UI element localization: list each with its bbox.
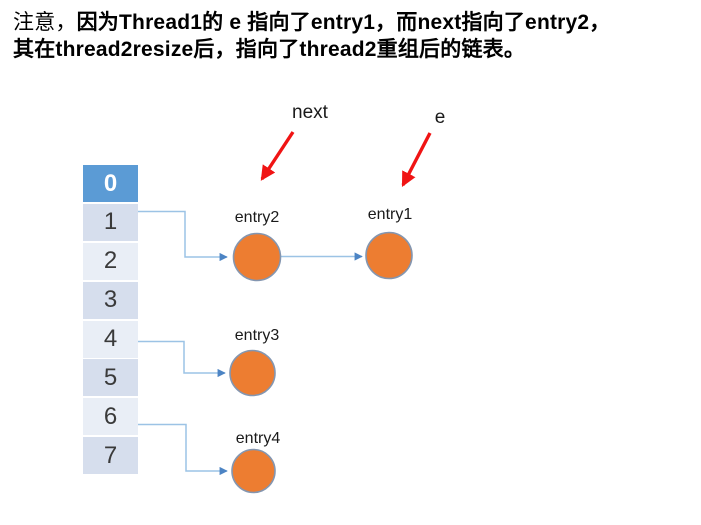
note-line-2-bold: 其在thread2resize后，指向了thread2重组后的链表。 [13,38,526,61]
pointer-label-next: next [292,102,328,123]
note-line-1-bold: 因为Thread1的 e 指向了entry1，而next指向了entry2， [76,11,611,34]
bucket-cell-6: 6 [83,398,138,436]
pointer-label-e: e [434,107,446,128]
entry4-node [231,448,276,494]
bucket-cell-7: 7 [83,437,138,475]
connector-bucket6-to-entry4 [138,423,228,476]
bucket-cell-2: 2 [83,242,138,280]
entry3-node [229,349,276,397]
hash-bucket-array: 0 1 2 3 4 5 6 7 [83,165,138,475]
next-pointer-arrow [260,131,295,181]
note-line-2: 其在thread2resize后，指向了thread2重组后的链表。 [13,36,701,63]
e-pointer-arrow [401,132,432,187]
bucket-cell-0: 0 [83,165,138,202]
bucket-cell-5: 5 [83,359,138,397]
entry1-label: entry1 [367,206,413,223]
entry3-label: entry3 [234,327,280,344]
note-text: 注意，因为Thread1的 e 指向了entry1，而next指向了entry2… [13,9,701,63]
connector-bucket4-to-entry3 [138,340,226,378]
note-prefix: 注意， [13,11,77,34]
entry4-label: entry4 [235,430,281,447]
connector-bucket1-to-entry2 [138,210,228,262]
entry2-label: entry2 [234,209,280,226]
bucket-cell-4: 4 [83,320,138,358]
entry2-node [232,232,282,282]
bucket-cell-1: 1 [83,203,138,241]
entry1-node [365,231,413,280]
bucket-cell-3: 3 [83,281,138,319]
note-line-1: 注意，因为Thread1的 e 指向了entry1，而next指向了entry2… [13,9,701,36]
